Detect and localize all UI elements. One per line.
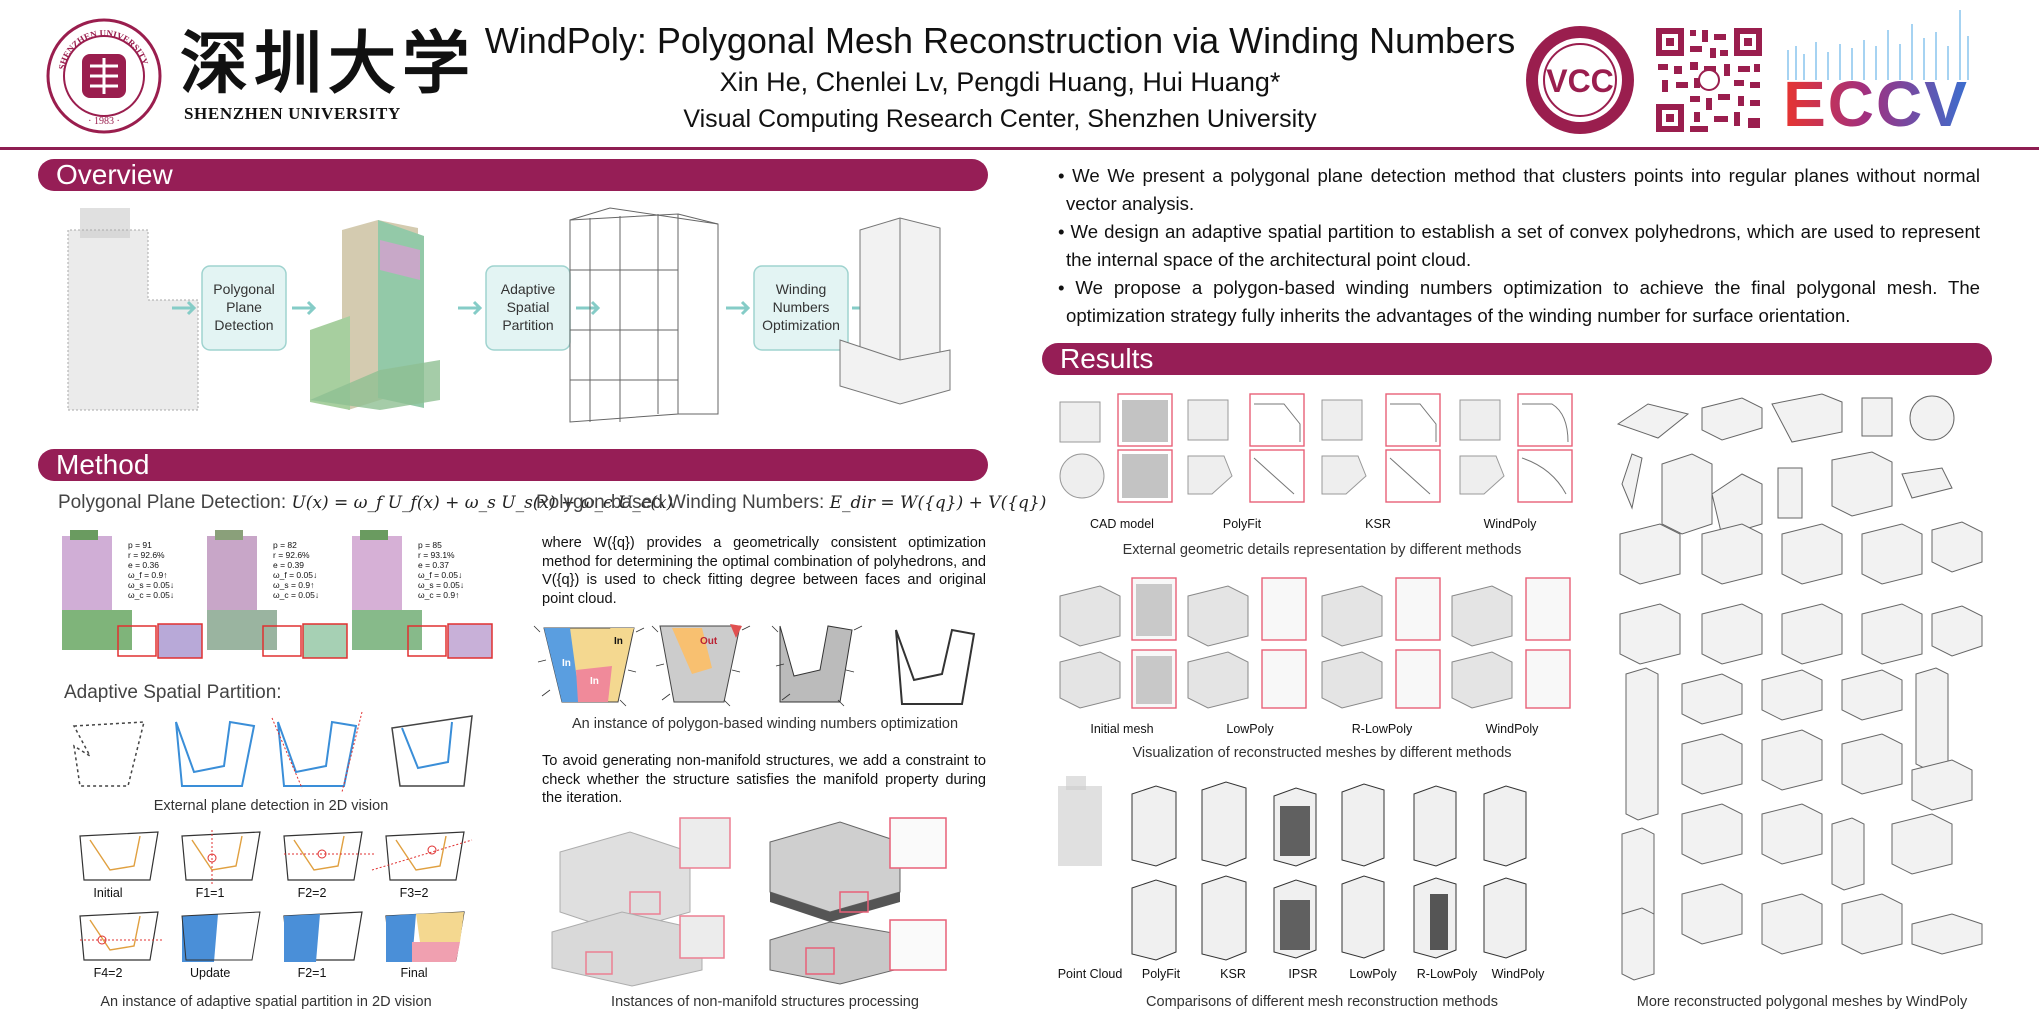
pipeline-step-3-line2: Numbers	[773, 299, 830, 315]
mesh-label-windpoly: WindPoly	[1485, 722, 1539, 736]
external-plane-detection-figure	[72, 711, 473, 793]
pipeline-step-3-line3: Optimization	[762, 317, 840, 333]
step-final: Final	[400, 966, 428, 980]
winding-title-text: Polygon-based Winding Numbers:	[536, 492, 825, 513]
winding-optimization-figure	[533, 624, 976, 707]
final-mesh-building-icon	[839, 217, 951, 405]
plane-detection-figure	[62, 530, 493, 659]
step-f2-again: F2=1	[297, 966, 327, 980]
mesh-caption: Visualization of reconstructed meshes by…	[1132, 745, 1512, 761]
cad-caption: External geometric details representatio…	[1122, 542, 1522, 558]
method-heading: Method	[38, 449, 988, 481]
tower-label-ipsr: IPSR	[1288, 967, 1318, 981]
tower-label-polyfit: PolyFit	[1141, 967, 1181, 981]
tower-label-point-cloud: Point Cloud	[1057, 967, 1123, 981]
cad-comparison-figure	[1059, 393, 1573, 503]
svg-text:· 1983 ·: · 1983 ·	[88, 116, 120, 127]
pipeline-step-1-line1: Polygonal	[213, 281, 275, 297]
cad-label-ksr: KSR	[1365, 517, 1391, 531]
region-label-in-1: In	[562, 658, 571, 669]
vcc-label: VCC	[1546, 63, 1614, 99]
step-initial: Initial	[93, 886, 123, 900]
tower-caption: Comparisons of different mesh reconstruc…	[1146, 994, 1498, 1010]
reconstruction-comparison-figure	[1058, 776, 1527, 961]
manifold-caption: Instances of non-manifold structures pro…	[611, 994, 919, 1010]
pipeline-step-winding-numbers	[753, 265, 849, 351]
poster-authors: Xin He, Chenlei Lv, Pengdi Huang, Hui Hu…	[719, 67, 1281, 97]
region-label-in-3: In	[614, 636, 623, 647]
winding-title: Polygon-based Winding Numbers: E_dir = W…	[536, 492, 1046, 514]
cad-label-windpoly: WindPoly	[1483, 517, 1537, 531]
cad-label-cad-model: CAD model	[1090, 517, 1154, 531]
pipeline-step-2-line3: Partition	[502, 317, 553, 333]
tower-label-windpoly: WindPoly	[1491, 967, 1545, 981]
region-label-in-2: In	[590, 676, 599, 687]
header-divider	[0, 147, 2039, 150]
step-f2: F2=2	[297, 886, 327, 900]
contribution-item-2: • We design an adaptive spatial partitio…	[1058, 221, 1980, 270]
mesh-label-lowpoly: LowPoly	[1226, 722, 1274, 736]
university-name-chinese: 深圳大学	[180, 24, 477, 104]
pipeline-step-2-line1: Adaptive	[501, 281, 556, 297]
contribution-item-1: • We We present a polygonal plane detect…	[1058, 165, 1980, 214]
winding-caption: An instance of polygon-based winding num…	[571, 716, 959, 732]
plane-detection-title-text: Polygonal Plane Detection:	[58, 492, 287, 513]
eccv-label: ECCV	[1783, 68, 1969, 140]
region-label-out: Out	[700, 636, 718, 647]
vcc-logo-icon: VCC	[1526, 26, 1634, 134]
plane-detection-building-icon	[310, 220, 440, 410]
winding-paragraph: where W({q}) provides a geometrically co…	[542, 535, 986, 607]
contribution-item-3: • We propose a polygon-based winding num…	[1058, 277, 1980, 326]
gallery-figure	[1616, 393, 1983, 981]
non-manifold-figure	[551, 817, 947, 987]
shenzhen-university-seal-icon: SHENZHEN UNIVERSITY · 1983 ·	[46, 18, 162, 134]
pipeline-step-3-line1: Winding	[776, 281, 827, 297]
partition-wireframe-icon	[569, 207, 719, 423]
partition-caption-bottom: An instance of adaptive spatial partitio…	[100, 994, 432, 1010]
cad-label-polyfit: PolyFit	[1222, 517, 1262, 531]
pipeline-step-2-line2: Spatial	[507, 299, 550, 315]
plane-detection-equation: U(x) = ω_f U_f(x) + ω_s U_s(x) + ω_c U_c…	[291, 493, 674, 513]
pipeline-step-1-line2: Plane	[226, 299, 262, 315]
poster-title: WindPoly: Polygonal Mesh Reconstruction …	[484, 20, 1516, 61]
winding-equation: E_dir = W({q}) + V({q})	[829, 493, 1047, 513]
point-cloud-building-icon	[67, 208, 199, 411]
results-heading: Results	[1042, 343, 1992, 375]
tower-label-ksr: KSR	[1220, 967, 1246, 981]
step-f4: F4=2	[93, 966, 123, 980]
pipeline-step-1-line3: Detection	[214, 317, 273, 333]
tower-label-r-lowpoly: R-LowPoly	[1416, 967, 1478, 981]
overview-heading: Overview	[38, 159, 988, 191]
partition-title: Adaptive Spatial Partition:	[64, 682, 282, 703]
pipeline-step-plane-detection	[201, 265, 287, 351]
eccv-logo-icon: ECCV	[1783, 10, 1969, 140]
university-name-english: SHENZHEN UNIVERSITY	[184, 104, 401, 123]
gallery-caption: More reconstructed polygonal meshes by W…	[1636, 994, 1968, 1010]
contributions-list: • We We present a polygonal plane detect…	[1058, 162, 1980, 330]
qr-code-icon[interactable]	[1654, 26, 1764, 134]
partition-caption-top: External plane detection in 2D vision	[153, 798, 389, 814]
mesh-label-initial: Initial mesh	[1090, 722, 1154, 736]
mesh-visualization-figure	[1059, 577, 1571, 709]
step-f1: F1=1	[195, 886, 225, 900]
mesh-label-r-lowpoly: R-LowPoly	[1351, 722, 1413, 736]
step-update: Update	[190, 966, 231, 980]
overview-pipeline-figure: Polygonal Plane Detection Adaptive Spati…	[67, 207, 951, 423]
plane-detection-title: Polygonal Plane Detection: U(x) = ω_f U_…	[58, 492, 673, 514]
poster-affiliation: Visual Computing Research Center, Shenzh…	[683, 105, 1317, 133]
step-f3: F3=2	[399, 886, 429, 900]
manifold-paragraph: To avoid generating non-manifold structu…	[542, 753, 986, 806]
tower-label-lowpoly: LowPoly	[1349, 967, 1397, 981]
partition-steps-figure	[79, 830, 473, 962]
